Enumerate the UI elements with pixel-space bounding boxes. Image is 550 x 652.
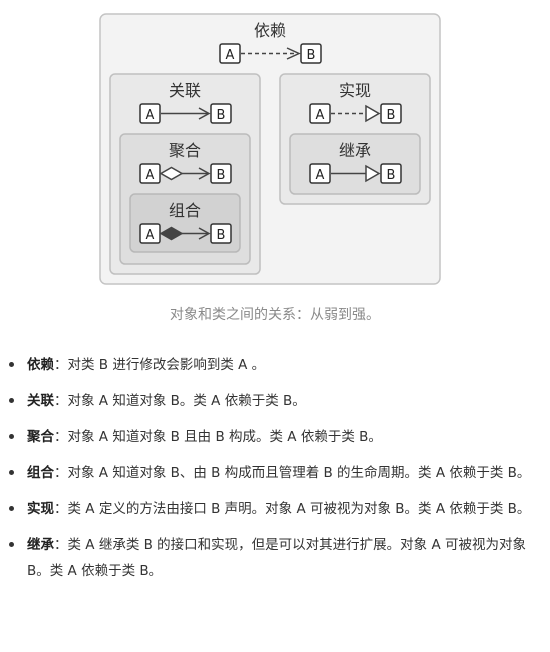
relations-list: 依赖：对类 B 进行修改会影响到类 A 。 关联：对象 A 知道对象 B。类 A… [9,352,542,594]
relations-diagram: 依赖 A B 关联 A B 聚合 A B 组合 A B [99,13,441,285]
class-b-label: B [217,168,226,183]
aggregation-label: 聚合 [169,141,201,160]
term-separator: ： [54,393,68,409]
class-b-box [210,223,232,244]
class-a-label: A [316,168,325,183]
class-a-box [309,163,331,184]
term: 实现 [27,501,54,517]
association-label: 关联 [169,81,201,100]
description: 对类 B 进行修改会影响到类 A 。 [67,357,266,373]
list-item: 关联：对象 A 知道对象 B。类 A 依赖于类 B。 [9,388,542,414]
description: 对象 A 知道对象 B、由 B 构成而且管理着 B 的生命周期。类 A 依赖于类… [67,465,531,481]
term-separator: ： [54,465,68,481]
class-a-label: A [146,108,155,123]
list-item: 实现：类 A 定义的方法由接口 B 声明。对象 A 可被视为对象 B。类 A 依… [9,496,542,522]
description: 对象 A 知道对象 B 且由 B 构成。类 A 依赖于类 B。 [67,429,382,445]
class-b-label: B [307,48,316,63]
description: 类 A 定义的方法由接口 B 声明。对象 A 可被视为对象 B。类 A 依赖于类… [67,501,531,517]
class-b-label: B [387,108,396,123]
class-a-label: A [226,48,235,63]
realization-arrow: A B [309,103,402,124]
hollow-triangle-icon [365,104,381,123]
class-a-label: A [146,168,155,183]
term-separator: ： [54,501,68,517]
class-b-box [210,103,232,124]
class-b-box [210,163,232,184]
inheritance-arrow: A B [309,163,402,184]
term-separator: ： [54,357,68,373]
term-separator: ： [54,537,68,553]
term: 组合 [27,465,54,481]
class-a-box [139,103,161,124]
class-a-label: A [146,228,155,243]
list-item: 继承：类 A 继承类 B 的接口和实现，但是可以对其进行扩展。对象 A 可被视为… [9,532,542,584]
description: 类 A 继承类 B 的接口和实现，但是可以对其进行扩展。对象 A 可被视为对象 … [27,537,526,579]
list-item: 依赖：对类 B 进行修改会影响到类 A 。 [9,352,542,378]
composition-label: 组合 [169,201,201,220]
hollow-triangle-icon [365,164,381,183]
term: 关联 [27,393,54,409]
figure-caption: 对象和类之间的关系：从弱到强。 [170,307,380,323]
term: 聚合 [27,429,54,445]
class-a-label: A [316,108,325,123]
term-separator: ： [54,429,68,445]
class-b-label: B [387,168,396,183]
composition-arrow: A B [139,223,232,244]
inheritance-label: 继承 [339,141,371,160]
description: 对象 A 知道对象 B。类 A 依赖于类 B。 [67,393,306,409]
class-b-box [300,43,322,64]
association-arrow: A B [139,103,232,124]
list-item: 组合：对象 A 知道对象 B、由 B 构成而且管理着 B 的生命周期。类 A 依… [9,460,542,486]
aggregation-arrow: A B [139,163,232,184]
class-b-box [380,163,402,184]
term: 继承 [27,537,54,553]
term: 依赖 [27,357,54,373]
class-b-label: B [217,108,226,123]
realization-label: 实现 [339,81,371,100]
class-a-box [219,43,241,64]
class-a-box [309,103,331,124]
class-b-label: B [217,228,226,243]
dependency-arrow: A B [219,43,322,64]
list-item: 聚合：对象 A 知道对象 B 且由 B 构成。类 A 依赖于类 B。 [9,424,542,450]
class-b-box [380,103,402,124]
dependency-label: 依赖 [254,21,286,40]
